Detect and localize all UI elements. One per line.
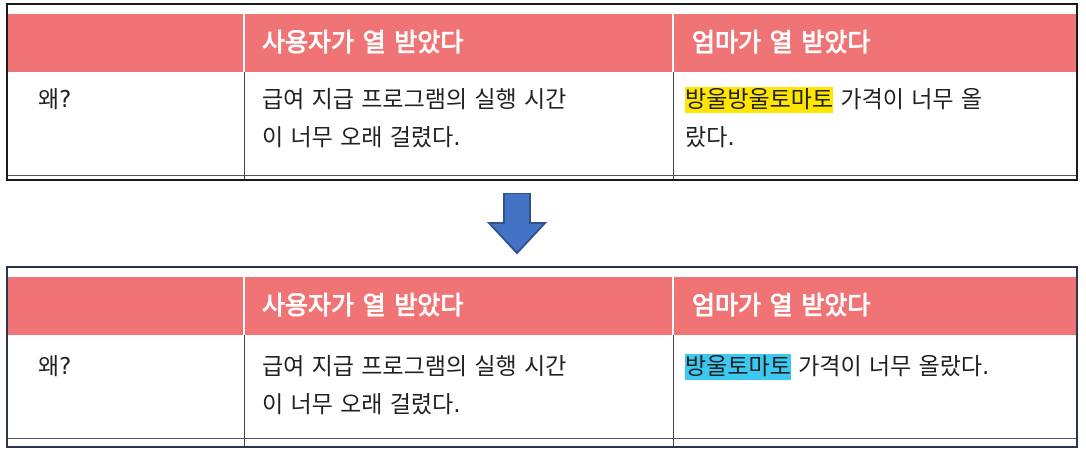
header-divider: [243, 14, 245, 72]
column-divider: [673, 335, 674, 446]
header-mom-angry: 엄마가 열 받았다: [692, 28, 871, 57]
reason-mom-cell: 방울방울토마토 가격이 너무 올 랐다.: [685, 81, 1075, 157]
reason-user-line: 이 너무 오래 걸렸다.: [262, 392, 461, 418]
row-label-why: 왜?: [38, 354, 72, 380]
reason-mom-line: 랐다.: [685, 125, 735, 151]
reason-user-cell: 급여 지급 프로그램의 실행 시간 이 너무 오래 걸렸다.: [262, 81, 662, 157]
reason-mom-line: 방울토마토 가격이 너무 올랐다.: [685, 348, 1075, 386]
column-divider: [673, 72, 674, 179]
reason-mom-text: 가격이 너무 올: [833, 87, 983, 113]
highlight-yellow: 방울방울토마토: [685, 87, 834, 113]
column-divider: [244, 335, 245, 446]
header-user-angry: 사용자가 열 받았다: [262, 28, 464, 57]
reason-user-line: 이 너무 오래 걸렸다.: [262, 125, 461, 151]
header-divider: [672, 277, 674, 335]
header-divider: [672, 14, 674, 72]
table-header: 사용자가 열 받았다 엄마가 열 받았다: [8, 14, 1076, 72]
header-mom-angry: 엄마가 열 받았다: [692, 291, 871, 320]
header-divider: [243, 277, 245, 335]
table-header: 사용자가 열 받았다 엄마가 열 받았다: [8, 277, 1076, 335]
row-label-why: 왜?: [38, 87, 72, 113]
reason-user-cell: 급여 지급 프로그램의 실행 시간 이 너무 오래 걸렸다.: [262, 348, 662, 424]
reason-user-line: 급여 지급 프로그램의 실행 시간: [262, 87, 567, 113]
reason-mom-cell: 방울토마토 가격이 너무 올랐다.: [685, 348, 1075, 386]
reason-mom-text: 가격이 너무 올랐다.: [790, 354, 990, 380]
row-divider: [8, 175, 1076, 176]
row-divider: [8, 438, 1076, 439]
reason-user-line: 급여 지급 프로그램의 실행 시간: [262, 354, 567, 380]
highlight-blue: 방울토마토: [685, 354, 791, 380]
table-after: 사용자가 열 받았다 엄마가 열 받았다 왜? 급여 지급 프로그램의 실행 시…: [6, 266, 1078, 448]
header-empty-cell: [8, 277, 244, 335]
table-before: 사용자가 열 받았다 엄마가 열 받았다 왜? 급여 지급 프로그램의 실행 시…: [6, 3, 1078, 181]
header-user-angry: 사용자가 열 받았다: [262, 291, 464, 320]
reason-mom-line: 방울방울토마토 가격이 너무 올: [685, 81, 1075, 119]
column-divider: [244, 72, 245, 179]
down-arrow-icon: [487, 193, 547, 255]
header-empty-cell: [8, 14, 244, 72]
